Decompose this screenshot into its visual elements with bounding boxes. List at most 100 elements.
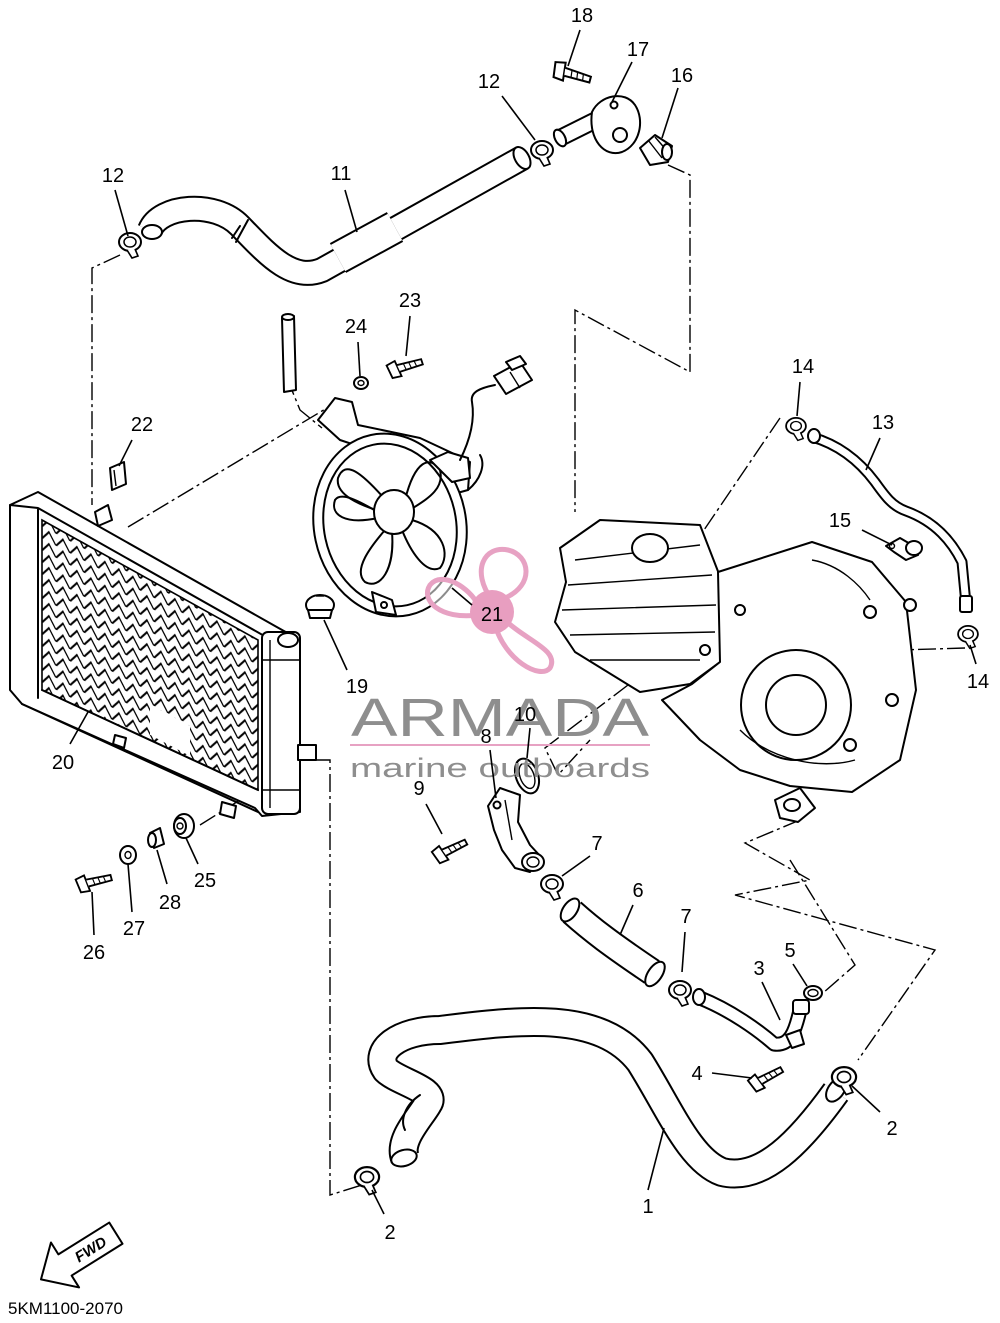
ref-line-outlet-2 xyxy=(789,859,856,1001)
callout: 4 xyxy=(691,1063,702,1085)
washer-27 xyxy=(119,845,137,865)
ref-line-hose11-radiator xyxy=(91,254,121,505)
bolt-4 xyxy=(746,1060,787,1095)
hose-6 xyxy=(559,897,666,988)
callout: 27 xyxy=(123,918,145,940)
grommet-25 xyxy=(173,813,195,839)
engine-outlet-fitting xyxy=(774,787,816,823)
callout: 14 xyxy=(792,356,814,378)
callout: 19 xyxy=(346,676,368,698)
ref-line-radiator-fan xyxy=(127,404,333,528)
radiator-mount-tab xyxy=(112,734,127,749)
clamp-12-left xyxy=(118,232,142,259)
radiator-core-label-plate xyxy=(150,704,190,757)
leader-lines xyxy=(69,29,977,1215)
callout: 13 xyxy=(872,412,894,434)
bolt-18 xyxy=(550,59,594,89)
ref-line-clamp14-top xyxy=(703,417,781,531)
radiator-outlet-pipe xyxy=(297,744,317,761)
clip-22 xyxy=(109,461,127,491)
engine xyxy=(554,519,917,823)
callout: 12 xyxy=(478,71,500,93)
callout: 10 xyxy=(514,704,536,726)
callout: 25 xyxy=(194,870,216,892)
radiator-side-tank xyxy=(261,631,301,815)
fan-connector xyxy=(493,355,533,395)
callout: 16 xyxy=(671,65,693,87)
callout: 7 xyxy=(680,906,691,928)
watermark-brand: ARMADA xyxy=(351,688,649,748)
callout: 17 xyxy=(627,39,649,61)
sensor-16 xyxy=(639,134,673,166)
ref-line-gasket xyxy=(544,684,629,777)
ref-line-sensor xyxy=(574,164,691,512)
callout: 1 xyxy=(642,1196,653,1218)
radiator-tank-lines xyxy=(262,640,300,808)
bolt-23 xyxy=(385,352,426,381)
callout: 5 xyxy=(784,940,795,962)
bolt-9 xyxy=(430,833,471,866)
fan-shroud-inner xyxy=(322,442,458,608)
fan-blades xyxy=(333,461,446,585)
fan-assembly xyxy=(281,313,533,618)
clamp-12-top xyxy=(530,140,554,167)
engine-cover-inner xyxy=(765,674,827,736)
callout: 24 xyxy=(345,316,367,338)
watermark: ARMADA marine outboards xyxy=(350,546,650,783)
callout: 15 xyxy=(829,510,851,532)
washer-24 xyxy=(353,376,369,390)
hose-11-end-right xyxy=(512,146,532,170)
radiator-filler-neck xyxy=(277,632,299,648)
fan-wire xyxy=(459,384,496,461)
callout: 11 xyxy=(331,163,352,185)
fitting-17-flange xyxy=(590,95,642,155)
fwd-arrow-icon: FWD xyxy=(39,1221,124,1289)
bolt-26 xyxy=(74,867,114,895)
callout: 2 xyxy=(384,1222,395,1244)
callout: 7 xyxy=(591,833,602,855)
fan-hub xyxy=(373,489,415,535)
callout: 8 xyxy=(480,726,491,748)
radiator xyxy=(9,491,317,819)
pipe-3-bracket xyxy=(785,1029,805,1049)
clamp-7-lower xyxy=(668,980,692,1007)
callout: 22 xyxy=(131,414,153,436)
hose-1 xyxy=(367,1007,849,1189)
tube-13 xyxy=(807,428,973,613)
radiator-left-edge xyxy=(9,504,276,699)
radiator-bottom-pin xyxy=(219,801,237,819)
diagram-code: 5KM1100-2070 xyxy=(8,1299,123,1318)
pipe-3 xyxy=(692,988,810,1052)
hose-11-end-left xyxy=(141,224,163,240)
hose-11 xyxy=(137,146,532,286)
watermark-logo-icon xyxy=(425,546,555,674)
callout: 23 xyxy=(399,290,421,312)
ref-line-outlet xyxy=(734,819,937,1061)
housing-8 xyxy=(487,787,545,873)
callout: 9 xyxy=(413,778,424,800)
callout: 20 xyxy=(52,752,74,774)
fan-wire-2 xyxy=(467,454,484,491)
radiator-top-bracket xyxy=(94,504,113,527)
callout: 26 xyxy=(83,942,105,964)
watermark-tagline: marine outboards xyxy=(350,753,650,783)
radiator-cap-19 xyxy=(305,594,335,619)
callout: 12 xyxy=(102,165,124,187)
radiator-bottom-edge xyxy=(21,689,259,813)
callouts: 18 17 16 12 12 11 23 24 22 14 13 15 21 1… xyxy=(52,5,989,1244)
callout: 18 xyxy=(571,5,593,27)
callout: 6 xyxy=(632,880,643,902)
fan-breather-tube xyxy=(281,315,297,393)
o-ring-10 xyxy=(513,757,541,795)
collar-28 xyxy=(147,827,165,849)
clip-15 xyxy=(885,537,923,561)
callout: 28 xyxy=(159,892,181,914)
o-ring-5 xyxy=(803,985,823,1001)
callout: 2 xyxy=(886,1118,897,1140)
fitting-17 xyxy=(552,95,642,155)
clamp-2-left xyxy=(353,1165,381,1196)
callout: 14 xyxy=(967,671,989,693)
clamp-7-upper xyxy=(540,874,564,901)
engine-head-cap xyxy=(631,533,669,563)
